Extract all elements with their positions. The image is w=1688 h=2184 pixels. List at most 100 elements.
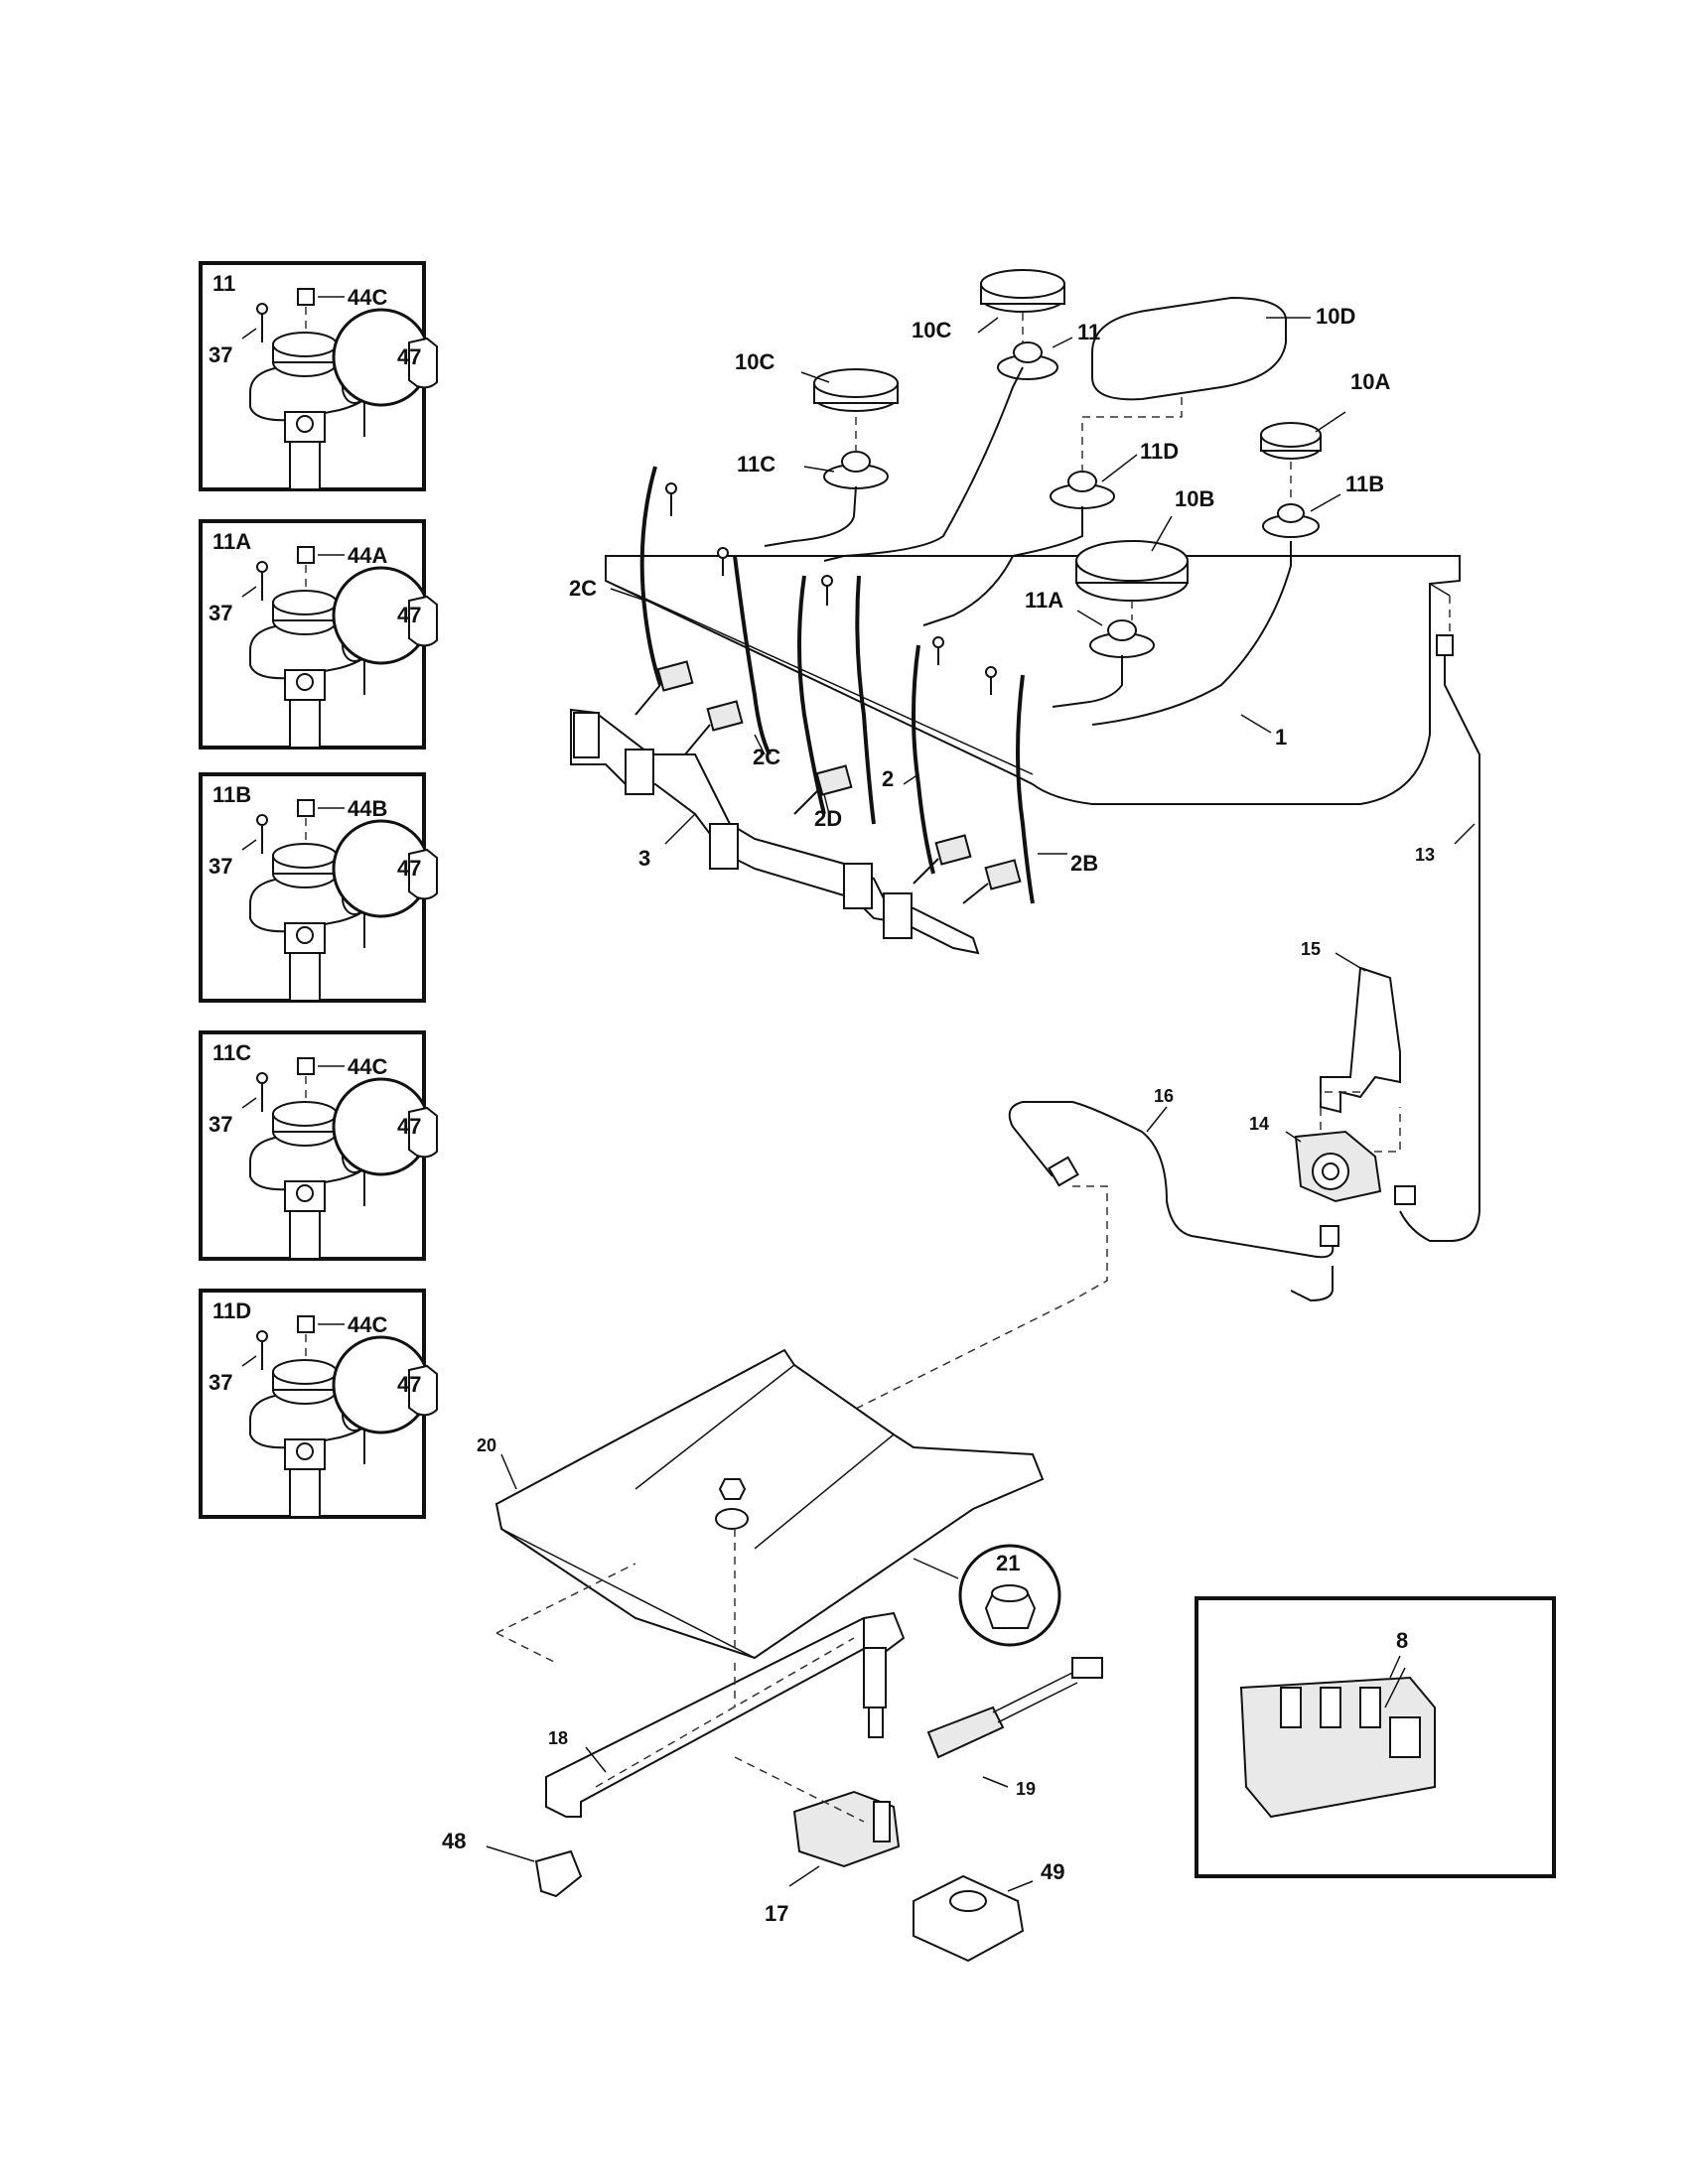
burner-head-stem (289, 1210, 321, 1260)
screw-head-icon (256, 1072, 268, 1084)
callout-14: 14 (1249, 1114, 1269, 1134)
inset-title: 11A (212, 529, 251, 554)
burner-head-11d (1050, 471, 1115, 509)
gas-tube-13 (1399, 645, 1480, 1242)
inset-title: 11 (212, 271, 235, 296)
burner-head-11-top (997, 341, 1058, 380)
mounting-screws (665, 482, 997, 695)
clip-48 (534, 1849, 583, 1898)
burner-head-rim (272, 1359, 338, 1385)
callout-20: 20 (477, 1435, 496, 1455)
inset-cap-label: 44C (348, 1054, 387, 1079)
burner-cap-10b (1075, 540, 1189, 602)
inset-screw-label: 37 (209, 1112, 232, 1137)
burner-head-stem (289, 1468, 321, 1518)
inset-title: 11C (212, 1040, 251, 1065)
ignition-wire-2c-mid (733, 555, 772, 755)
burner-head-hole (296, 1442, 314, 1460)
regulator-assembly (833, 634, 1480, 1421)
callout-49: 49 (1041, 1859, 1064, 1884)
burner-head-stem (289, 699, 321, 749)
inset-box: 11C 44C 37 47 (199, 1030, 438, 1261)
leader-lines (486, 317, 1476, 1892)
callout-17: 17 (765, 1901, 788, 1926)
callout-2: 2 (882, 766, 894, 791)
callout-21: 21 (996, 1551, 1020, 1575)
ignition-wire-2b (1016, 674, 1035, 904)
bracket-15 (1320, 966, 1401, 1114)
inset-box: 11D 44C 37 47 (199, 1289, 438, 1519)
screw-head-icon (256, 561, 268, 573)
burner-head-rim (272, 843, 338, 869)
callout-11c: 11C (737, 452, 775, 477)
callout-10d: 10D (1316, 304, 1355, 329)
nut-21-detail (913, 1544, 1061, 1647)
burner-head-hole (296, 926, 314, 944)
gas-tube-16 (1008, 1101, 1335, 1259)
inset-orifice-label: 47 (397, 603, 421, 627)
screw-leader (241, 328, 257, 340)
cap-screw-icon (297, 288, 315, 306)
screw-leader (241, 586, 257, 598)
callout-10b: 10B (1175, 486, 1214, 511)
burner-head-rim (272, 590, 338, 615)
ignition-wire-2c-left (639, 466, 662, 686)
burner-head-hole (296, 673, 314, 691)
orifice-icon (408, 1106, 438, 1159)
inset-box: 11 44C 37 47 (199, 261, 438, 491)
callout-19: 19 (1016, 1779, 1036, 1799)
cap-screw-icon (297, 1057, 315, 1075)
inset-cap-label: 44A (348, 543, 387, 568)
callout-11-top: 11 (1077, 320, 1100, 344)
inset-orifice-label: 47 (397, 856, 421, 881)
screw-head-icon (256, 1330, 268, 1342)
callout-2b: 2B (1070, 851, 1098, 876)
callout-11d: 11D (1140, 439, 1179, 464)
inset-title: 11D (212, 1298, 251, 1323)
burner-head-hole (296, 1184, 314, 1202)
callout-labels: 10C 11 10D 10C 10A 11C 11D 10B 11B 2C 11… (442, 304, 1435, 1926)
cap-screw-icon (297, 1315, 315, 1333)
inset-screw-label: 37 (209, 1370, 232, 1395)
inset-orifice-label: 47 (397, 344, 421, 369)
orifice-icon (408, 1364, 438, 1417)
inset-screw-label: 37 (209, 342, 232, 367)
oven-burner-assembly (494, 1348, 1103, 1963)
orifice-icon (408, 848, 438, 900)
callout-13: 13 (1415, 845, 1435, 865)
main-burner-assembly (570, 269, 1461, 955)
inset-screw-label: 37 (209, 854, 232, 879)
screw-leader (241, 839, 257, 851)
inset-orifice-label: 47 (397, 1114, 421, 1139)
callout-2c-left: 2C (569, 576, 597, 601)
burner-cap-10d (1091, 296, 1287, 401)
gas-valves (634, 660, 1022, 904)
heat-shield-20 (494, 1348, 1045, 1660)
screw-leader (241, 1355, 257, 1367)
inset-cap-label: 44C (348, 285, 387, 310)
callout-15: 15 (1301, 939, 1321, 959)
burner-bracket (570, 708, 980, 955)
burner-head-stem (289, 952, 321, 1002)
burner-head-11b (1262, 503, 1320, 538)
cap-screw-icon (297, 546, 315, 564)
spark-module-8-box (1195, 1596, 1556, 1878)
burner-head-stem (289, 441, 321, 490)
callout-3: 3 (638, 846, 650, 871)
manifold-bar (605, 555, 1461, 805)
orifice-icon (408, 337, 438, 389)
orifice-icon (408, 595, 438, 647)
burner-head-hole (296, 415, 314, 433)
burner-cap-10c-top (980, 269, 1065, 313)
burner-head-11a (1089, 619, 1155, 658)
screw-leader (241, 1097, 257, 1109)
inset-orifice-label: 47 (397, 1372, 421, 1397)
ignition-wire-2d (797, 575, 826, 815)
callout-10c-top: 10C (912, 318, 951, 342)
inset-title: 11B (212, 782, 251, 807)
inset-cap-label: 44C (348, 1312, 387, 1337)
callout-10a: 10A (1350, 369, 1390, 394)
